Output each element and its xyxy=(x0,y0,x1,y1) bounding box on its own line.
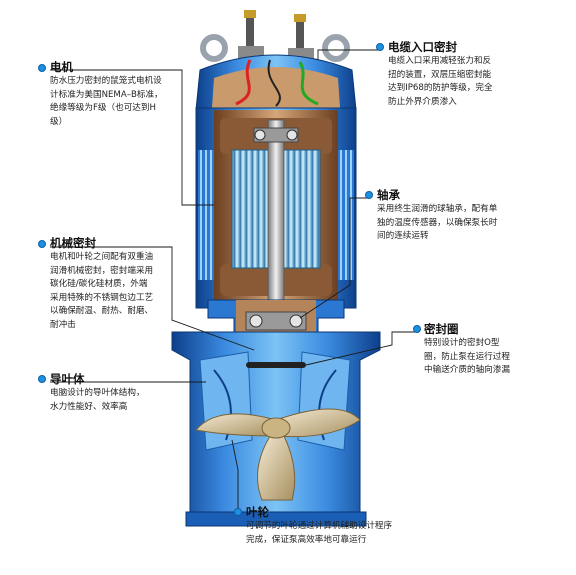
motor-dot xyxy=(38,64,46,72)
seal-ring-dot xyxy=(413,325,421,333)
callout-bearing: 轴承 采用终生润滑的球轴承，配有单 独的温度传感器，以确保泵长时 间的连续运转 xyxy=(377,188,567,244)
callout-bearing-title: 轴承 xyxy=(377,188,400,202)
leader-lines xyxy=(50,49,416,515)
callout-mech-seal-line: 润滑机械密封，密封端采用 xyxy=(50,265,154,276)
bearing-dot xyxy=(365,191,373,199)
callout-mech-seal-line: 碳化硅/碳化硅材质，外端 xyxy=(50,279,148,289)
callout-guide-vane: 导叶体 电脑设计的导叶体结构， 水力性能好、效率高 xyxy=(50,372,190,414)
callout-bearing-line: 采用终生润滑的球轴承，配有单 xyxy=(377,204,498,214)
upper-bearing xyxy=(253,127,299,143)
callout-impeller-line: 可调节的叶轮通过计算机辅助设计程序 xyxy=(246,521,393,531)
callout-guide-vane-line: 电脑设计的导叶体结构， xyxy=(50,388,145,398)
seal-ring xyxy=(246,362,306,368)
callout-motor-line: 防水压力密封的鼠笼式电机设 xyxy=(50,76,162,86)
lower-bearing xyxy=(245,311,307,331)
guide-vane-dot xyxy=(38,375,46,383)
callout-mech-seal: 机械密封 电机和叶轮之间配有双重油 润滑机械密封，密封端采用 碳化硅/碳化硅材质… xyxy=(50,236,200,332)
callout-seal-ring-title: 密封圈 xyxy=(424,322,459,336)
callout-seal-ring-line: 圈，防止泵在运行过程 xyxy=(424,351,510,362)
callout-seal-ring-line: 特别设计的密封O型 xyxy=(424,338,500,348)
callout-motor: 电机 防水压力密封的鼠笼式电机设 计标准为美国NEMA–B标准， 绝缘等级为F级… xyxy=(50,60,200,129)
callout-seal-ring-line: 中输送介质的轴向渗漏 xyxy=(424,365,510,375)
callout-motor-line: 计标准为美国NEMA–B标准， xyxy=(50,89,163,100)
callout-bearing-line: 间的连续运转 xyxy=(377,231,429,241)
callout-bearing-line: 独的温度传感器，以确保泵长时 xyxy=(377,217,498,228)
callout-cable-seal-line: 电缆入口采用减轻张力和反 xyxy=(388,56,492,66)
callout-mech-seal-title: 机械密封 xyxy=(50,236,96,250)
callout-mech-seal-line: 电机和叶轮之间配有双重油 xyxy=(50,252,154,262)
callout-impeller-title: 叶轮 xyxy=(246,505,269,519)
callout-motor-line: 绝缘等级为F级（也可达到H xyxy=(50,103,156,113)
impeller-dot xyxy=(234,508,242,516)
pump-base xyxy=(185,511,367,527)
callout-cable-seal: 电缆入口密封 电缆入口采用减轻张力和反 扭的装置，双层压缩密封能 达到IP68的… xyxy=(388,40,558,109)
callout-impeller-line: 完成，保证泵高效率地可靠运行 xyxy=(246,534,367,545)
callout-motor-line: 级） xyxy=(50,116,68,127)
mech-seal-dot xyxy=(38,240,46,248)
callout-impeller: 叶轮 可调节的叶轮通过计算机辅助设计程序 完成，保证泵高效率地可靠运行 xyxy=(246,505,456,547)
callout-motor-title: 电机 xyxy=(50,60,73,74)
cable-seal-dot xyxy=(376,43,384,51)
callout-mech-seal-line: 采用特殊的不锈钢包边工艺 xyxy=(50,292,154,303)
callout-cable-seal-line: 达到IP68的防护等级，完全 xyxy=(388,83,493,93)
lifting-rings xyxy=(200,34,350,62)
callout-seal-ring: 密封圈 特别设计的密封O型 圈，防止泵在运行过程 中输送介质的轴向渗漏 xyxy=(424,322,564,378)
callout-mech-seal-line: 以确保耐温、耐热、耐磨、 xyxy=(50,306,154,316)
callout-cable-seal-line: 扭的装置，双层压缩密封能 xyxy=(388,69,492,80)
cable-glands xyxy=(238,10,314,62)
callout-cable-seal-title: 电缆入口密封 xyxy=(388,40,457,54)
callout-cable-seal-line: 防止外界介质渗入 xyxy=(388,96,457,107)
callout-mech-seal-line: 耐冲击 xyxy=(50,319,76,330)
callout-guide-vane-title: 导叶体 xyxy=(50,372,85,386)
callout-guide-vane-line: 水力性能好、效率高 xyxy=(50,401,128,412)
impeller xyxy=(195,408,361,501)
